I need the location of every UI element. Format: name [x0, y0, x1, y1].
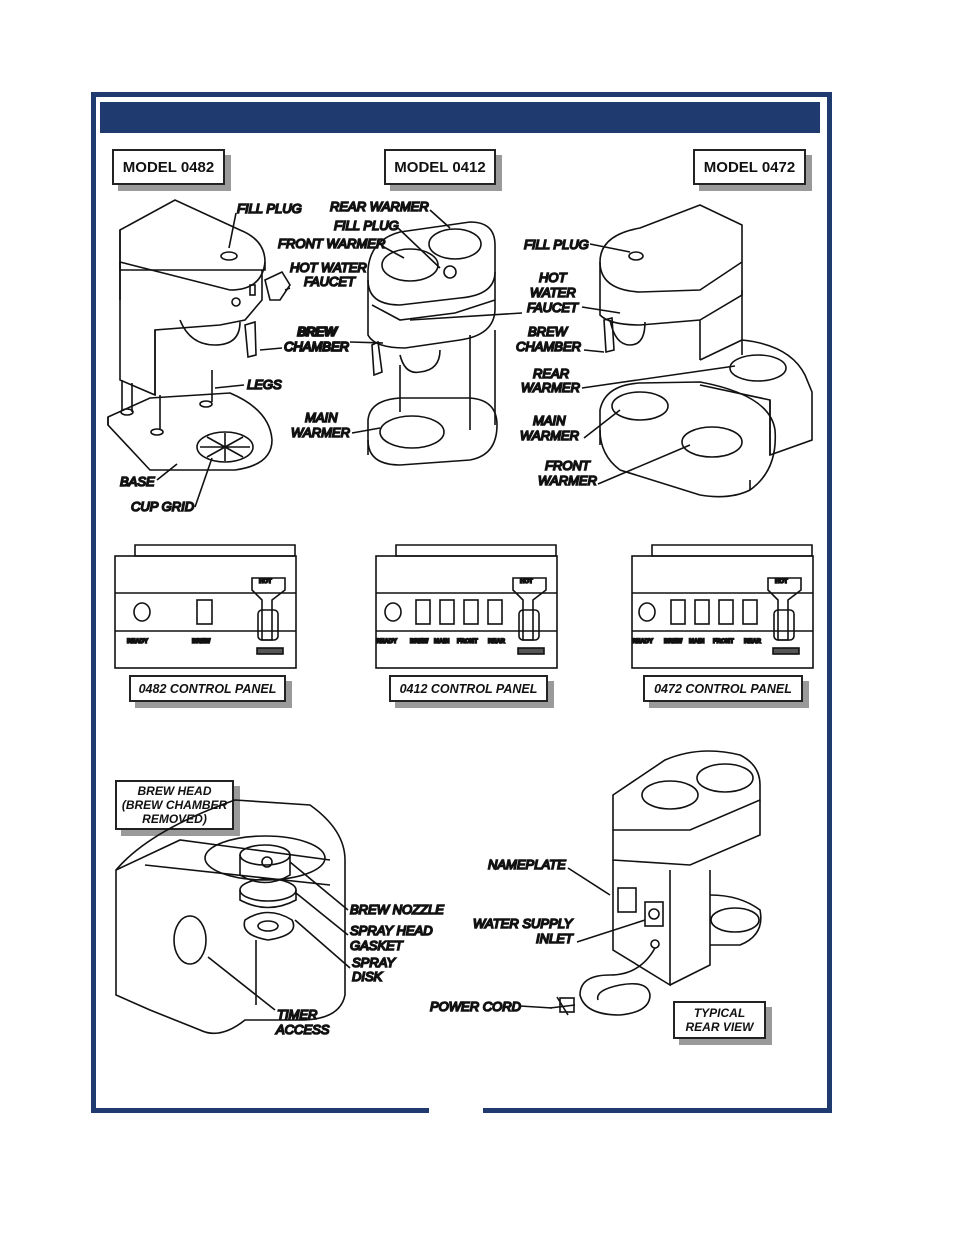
m0472-faucet-label: FAUCET: [527, 300, 579, 315]
m0472-brew-label: BREW: [528, 324, 569, 339]
m0472-front-warmer-label: WARMER: [538, 473, 597, 488]
model-0482-drawing: [107, 199, 291, 508]
model-0472-drawing: [581, 204, 813, 498]
p0472-front: FRONT: [713, 639, 734, 645]
model-0472-title: MODEL 0472: [693, 149, 806, 185]
brew-head-title-line3: REMOVED): [142, 812, 207, 826]
p0482-brew: BREW: [192, 639, 211, 645]
header-bar: [100, 102, 820, 133]
rear-view-title-line2: REAR VIEW: [685, 1020, 754, 1034]
m0472-main-label: MAIN: [533, 413, 566, 428]
p0482-hot-tag: HOT: [259, 579, 272, 585]
m0482-hot-water-label: HOT WATER: [290, 260, 367, 275]
p0412-front: FRONT: [457, 639, 478, 645]
brew-head-drawing: [115, 799, 351, 1035]
m0412-front-warmer-label: FRONT WARMER: [278, 236, 385, 251]
m0472-front-label: FRONT: [545, 458, 591, 473]
m0472-fill-plug-label: FILL PLUG: [524, 237, 589, 252]
brew-head-title-line1: BREW HEAD: [137, 784, 212, 798]
m0472-hot-label: HOT: [539, 270, 568, 285]
p0412-brew: BREW: [410, 639, 429, 645]
m0412-main-label: MAIN: [305, 410, 338, 425]
m0482-fill-plug-label: FILL PLUG: [237, 201, 302, 216]
m0482-legs-label: LEGS: [247, 377, 282, 392]
m0472-water-label: WATER: [530, 285, 576, 300]
panel-0482-drawing: [114, 544, 297, 669]
model-0412-title: MODEL 0412: [384, 149, 496, 185]
p0412-hot-tag: HOT: [520, 579, 533, 585]
model-0482-title: MODEL 0482: [112, 149, 225, 185]
model-0412-drawing: [349, 209, 523, 466]
rear-view-drawing: [519, 750, 762, 1016]
frame-bottom-left: [91, 1108, 429, 1113]
disk-label: DISK: [352, 969, 384, 984]
p0472-main: MAIN: [689, 639, 704, 645]
m0482-cup-grid-label: CUP GRID: [131, 499, 194, 514]
m0412-rear-warmer-label: REAR WARMER: [330, 199, 429, 214]
p0472-ready: READY: [632, 639, 653, 645]
brew-head-title-line2: (BREW CHAMBER: [121, 798, 228, 812]
power-cord-label: POWER CORD: [430, 999, 521, 1014]
brew-head-title: BREW HEAD (BREW CHAMBER REMOVED): [115, 780, 234, 830]
m0412-fill-plug-label: FILL PLUG: [334, 218, 399, 233]
panel-0482-caption: 0482 CONTROL PANEL: [129, 675, 286, 702]
m0472-rear-warmer-label: WARMER: [521, 380, 580, 395]
timer-label: TIMER: [277, 1007, 317, 1022]
m0482-brew-label: BREW: [297, 324, 338, 339]
water-supply-label: WATER SUPPLY: [473, 916, 574, 931]
p0472-hot-tag: HOT: [775, 579, 788, 585]
p0412-ready: READY: [376, 639, 397, 645]
p0482-ready: READY: [127, 639, 148, 645]
m0472-main-warmer-label: WARMER: [520, 428, 579, 443]
m0412-warmer-label: WARMER: [291, 425, 350, 440]
spray-head-label: SPRAY HEAD: [350, 923, 433, 938]
page-frame: [91, 92, 832, 1113]
p0472-rear: REAR: [744, 639, 762, 645]
spray-label: SPRAY: [352, 955, 396, 970]
brew-nozzle-label: BREW NOZZLE: [350, 902, 444, 917]
access-label: ACCESS: [275, 1022, 330, 1037]
m0412-brew-label: BREW: [298, 324, 339, 339]
m0482-faucet-label: FAUCET: [304, 274, 356, 289]
panel-0472-caption: 0472 CONTROL PANEL: [643, 675, 803, 702]
m0412-chamber-label: CHAMBER: [284, 339, 349, 354]
m0472-rear-label: REAR: [533, 366, 569, 381]
gasket-label: GASKET: [350, 938, 404, 953]
inlet-label: INLET: [536, 931, 574, 946]
p0412-rear: REAR: [488, 639, 506, 645]
panel-0472-drawing: [631, 544, 814, 669]
p0472-brew: BREW: [664, 639, 683, 645]
nameplate-label: NAMEPLATE: [488, 857, 566, 872]
rear-view-title: TYPICAL REAR VIEW: [673, 1001, 766, 1039]
m0482-chamber-label: CHAMBER: [284, 339, 349, 354]
rear-view-title-line1: TYPICAL: [693, 1006, 746, 1020]
m0482-base-label: BASE: [120, 474, 155, 489]
panel-0412-caption: 0412 CONTROL PANEL: [389, 675, 548, 702]
frame-bottom-right: [483, 1108, 832, 1113]
m0472-chamber-label: CHAMBER: [516, 339, 581, 354]
panel-0412-drawing: [375, 544, 558, 669]
p0412-main: MAIN: [434, 639, 449, 645]
